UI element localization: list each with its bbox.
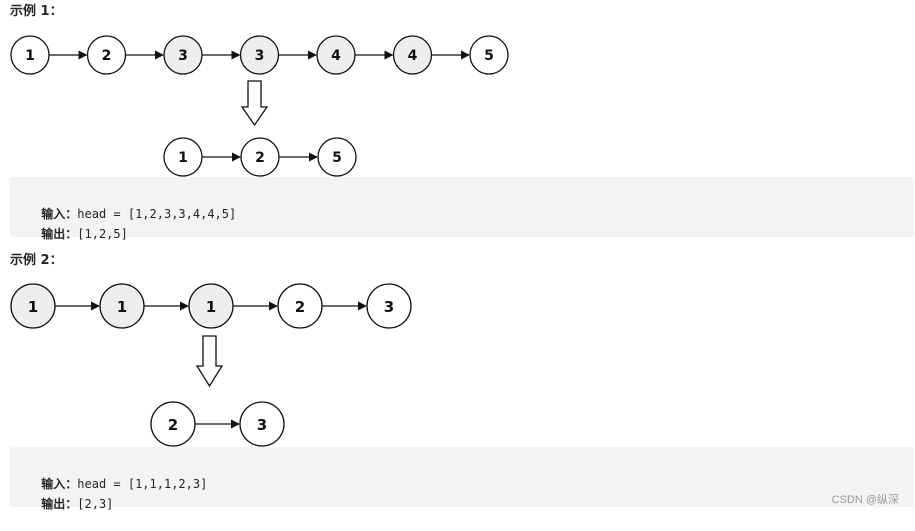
list-node: 1 (163, 137, 203, 177)
node-value: 1 (117, 298, 127, 316)
list-node: 4 (316, 35, 356, 75)
example-1-input-list: 1 2 3 3 4 4 5 (10, 35, 509, 75)
list-node: 5 (469, 35, 509, 75)
list-node: 3 (239, 401, 285, 447)
example-2-input-value: head = [1,1,1,2,3] (77, 477, 208, 491)
list-node: 2 (240, 137, 280, 177)
example-1-output-line: 输出：[1,2,5] (26, 207, 128, 261)
list-node: 1 (188, 283, 234, 329)
example-1-input-line: 输入：head = [1,2,3,3,4,4,5] (26, 187, 236, 241)
list-node: 2 (86, 35, 127, 75)
node-value: 1 (206, 298, 216, 316)
node-circle (366, 283, 412, 329)
node-value: 1 (178, 150, 188, 166)
list-node: 1 (10, 35, 50, 75)
example-2-output-label: 输出： (41, 497, 78, 511)
node-circle (317, 137, 357, 177)
list-node: 1 (10, 283, 56, 329)
list-node: 2 (150, 401, 196, 447)
example-1-input-value: head = [1,2,3,3,4,4,5] (77, 207, 237, 221)
node-value: 1 (25, 48, 35, 64)
example-2-input-label: 输入： (41, 477, 78, 491)
example-2-output-line: 输出：[2,3] (26, 477, 113, 531)
node-value: 2 (168, 416, 178, 434)
example-1-code-block: 输入：head = [1,2,3,3,4,4,5] 输出：[1,2,5] (10, 177, 914, 241)
example-1-diagram: 1 2 3 3 4 4 5 1 2 5 (10, 35, 509, 177)
example-2-transform-arrow (195, 335, 224, 388)
example-2-output-value: [2,3] (77, 497, 114, 511)
node-circle (469, 35, 509, 75)
list-node: 2 (277, 283, 323, 329)
example-2-code-block: 输入：head = [1,1,1,2,3] 输出：[2,3] (10, 447, 914, 511)
node-value: 2 (255, 150, 265, 166)
example-2-input-line: 输入：head = [1,1,1,2,3] (26, 457, 207, 511)
node-value: 4 (408, 48, 418, 64)
list-node: 5 (317, 137, 357, 177)
example-2-title: 示例 2： (10, 253, 63, 268)
example-2-input-list: 1 1 1 2 3 (10, 283, 412, 329)
list-node: 3 (239, 35, 280, 75)
node-value: 5 (332, 150, 342, 166)
node-value: 2 (295, 298, 305, 316)
list-node: 3 (366, 283, 412, 329)
list-node: 3 (163, 35, 203, 75)
node-value: 1 (28, 298, 38, 316)
example-1-output-label: 输出： (41, 227, 78, 241)
node-value: 4 (331, 48, 341, 64)
node-value: 5 (484, 48, 494, 64)
example-1-transform-arrow (240, 80, 269, 127)
node-value: 3 (384, 298, 394, 316)
list-node: 1 (99, 283, 145, 329)
watermark: CSDN @纵深 (831, 494, 899, 506)
example-1-input-label: 输入： (41, 207, 78, 221)
example-1-title: 示例 1： (10, 4, 63, 19)
node-value: 2 (102, 48, 112, 64)
node-value: 3 (257, 416, 267, 434)
node-value: 3 (255, 48, 265, 64)
example-1-output-list: 1 2 5 (163, 137, 357, 177)
list-node: 4 (392, 35, 433, 75)
example-1-output-value: [1,2,5] (77, 227, 128, 241)
node-value: 3 (178, 48, 188, 64)
node-circle (239, 401, 285, 447)
